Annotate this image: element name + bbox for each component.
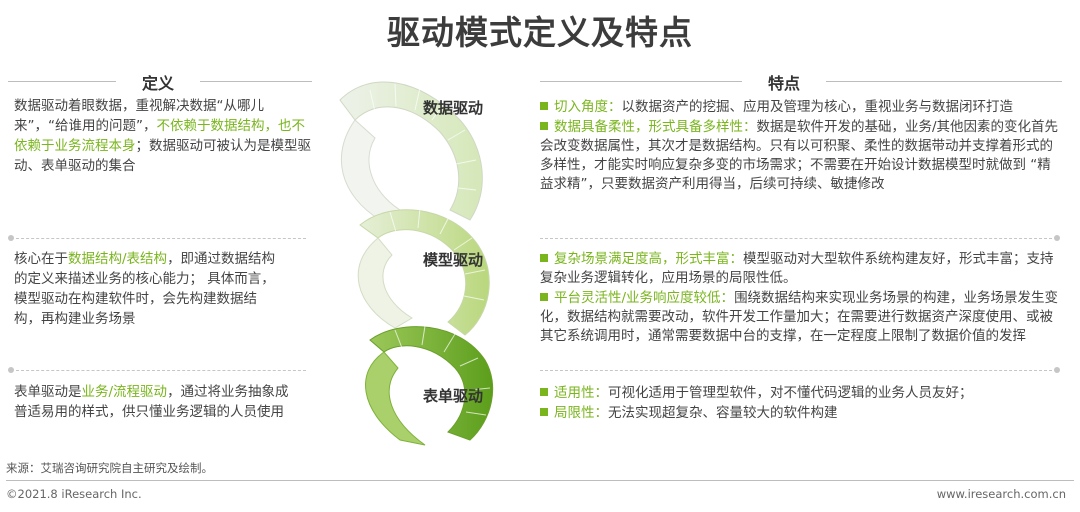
divider-dot <box>8 235 14 241</box>
footer-divider <box>6 480 1074 481</box>
feature-key: 平台灵活性/业务响应度较低： <box>554 290 735 306</box>
feature-key: 切入角度： <box>554 99 622 115</box>
feature-key: 局限性： <box>554 405 608 421</box>
copyright-text: ©2021.8 iResearch Inc. <box>6 487 142 501</box>
feature-text: 围绕数据结构来实现业务场景的构建，业务场景发生变化，数据结构就需要改动，软件开发… <box>540 290 1059 344</box>
feature-key: 数据具备柔性，形式具备多样性： <box>554 119 757 135</box>
features-header-line-right <box>826 81 1062 82</box>
definition-text: 核心在于 <box>14 251 68 267</box>
row-divider-left <box>16 370 306 371</box>
page-title: 驱动模式定义及特点 <box>387 13 693 52</box>
divider-dot <box>1054 367 1060 373</box>
row-divider-right <box>540 370 1052 371</box>
bullet-square-icon <box>540 388 548 396</box>
row-divider-right <box>540 238 1052 239</box>
feature-text: 无法实现超复杂、容量较大的软件构建 <box>608 405 838 421</box>
features-data-driven: 切入角度：以数据资产的挖掘、应用及管理为核心，重视业务与数据闭环打造 数据具备柔… <box>540 98 1060 195</box>
feature-key: 适用性： <box>554 385 608 401</box>
bullet-square-icon <box>540 102 548 110</box>
source-note: 来源：艾瑞咨询研究院自主研究及绘制。 <box>6 461 213 475</box>
definition-model-driven: 核心在于数据结构/表结构，即通过数据结构的定义来描述业务的核心能力； 具体而言，… <box>14 249 279 329</box>
features-header: 特点 <box>767 74 800 93</box>
features-model-driven: 复杂场景满足度高，形式丰富：模型驱动对大型软件系统构建友好，形式丰富；支持复杂业… <box>540 250 1060 347</box>
spiral-staircase-illustration <box>339 81 494 446</box>
definition-text: ，即通过数据结构的定义来描述业务的核心能力； 具体而言，模型驱动在构建软件时，会… <box>14 251 276 327</box>
definition-header-line-right <box>200 81 312 82</box>
definition-data-driven: 数据驱动着眼数据，重视解决数据“从哪儿来”，“给谁用的问题”，不依赖于数据结构，… <box>14 96 314 176</box>
definition-header-line-left <box>8 81 116 82</box>
divider-dot <box>8 367 14 373</box>
features-header-line-left <box>540 81 742 82</box>
feature-key: 复杂场景满足度高，形式丰富： <box>554 251 743 267</box>
definition-text: ；数据驱动可被认为是模型驱动、表单驱动的集合 <box>14 138 311 174</box>
definition-header: 定义 <box>141 74 174 93</box>
feature-item: 切入角度：以数据资产的挖掘、应用及管理为核心，重视业务与数据闭环打造 <box>540 98 1060 117</box>
bullet-square-icon <box>540 254 548 262</box>
bullet-square-icon <box>540 122 548 130</box>
stage-label-form-driven: 表单驱动 <box>422 387 483 405</box>
features-form-driven: 适用性：可视化适用于管理型软件，对不懂代码逻辑的业务人员友好； 局限性：无法实现… <box>540 384 1060 424</box>
stage-label-data-driven: 数据驱动 <box>422 99 483 117</box>
feature-item: 局限性：无法实现超复杂、容量较大的软件构建 <box>540 404 1060 423</box>
definition-highlight: 不依赖于数据结构，也不依赖于业务流程本身 <box>14 118 305 154</box>
stage-label-model-driven: 模型驱动 <box>422 251 483 269</box>
definition-form-driven: 表单驱动是业务/流程驱动，通过将业务抽象成普适易用的样式，供只懂业务逻辑的人员使… <box>14 382 299 422</box>
row-divider-left <box>16 238 306 239</box>
definition-text: ，通过将业务抽象成普适易用的样式，供只懂业务逻辑的人员使用 <box>14 384 289 420</box>
feature-text: 模型驱动对大型软件系统构建友好，形式丰富；支持复杂业务逻辑转化，应用场景的局限性… <box>540 251 1054 286</box>
feature-item: 平台灵活性/业务响应度较低：围绕数据结构来实现业务场景的构建，业务场景发生变化，… <box>540 289 1060 346</box>
feature-text: 以数据资产的挖掘、应用及管理为核心，重视业务与数据闭环打造 <box>621 99 1014 115</box>
feature-item: 适用性：可视化适用于管理型软件，对不懂代码逻辑的业务人员友好； <box>540 384 1060 403</box>
feature-text: 可视化适用于管理型软件，对不懂代码逻辑的业务人员友好； <box>608 385 973 401</box>
definition-text: 表单驱动是 <box>14 384 82 400</box>
feature-item: 数据具备柔性，形式具备多样性：数据是软件开发的基础，业务/其他因素的变化首先会改… <box>540 118 1060 194</box>
definition-highlight: 业务/流程驱动 <box>81 384 168 400</box>
definition-text: 数据驱动着眼数据，重视解决数据“从哪儿来”，“给谁用的问题”， <box>14 98 264 134</box>
bullet-square-icon <box>540 408 548 416</box>
definition-highlight: 数据结构/表结构 <box>68 251 168 267</box>
bullet-square-icon <box>540 293 548 301</box>
feature-item: 复杂场景满足度高，形式丰富：模型驱动对大型软件系统构建友好，形式丰富；支持复杂业… <box>540 250 1060 288</box>
website-link[interactable]: www.iresearch.com.cn <box>936 487 1066 501</box>
feature-text: 数据是软件开发的基础，业务/其他因素的变化首先会改变数据属性，其次才是数据结构。… <box>540 119 1059 192</box>
divider-dot <box>1054 235 1060 241</box>
